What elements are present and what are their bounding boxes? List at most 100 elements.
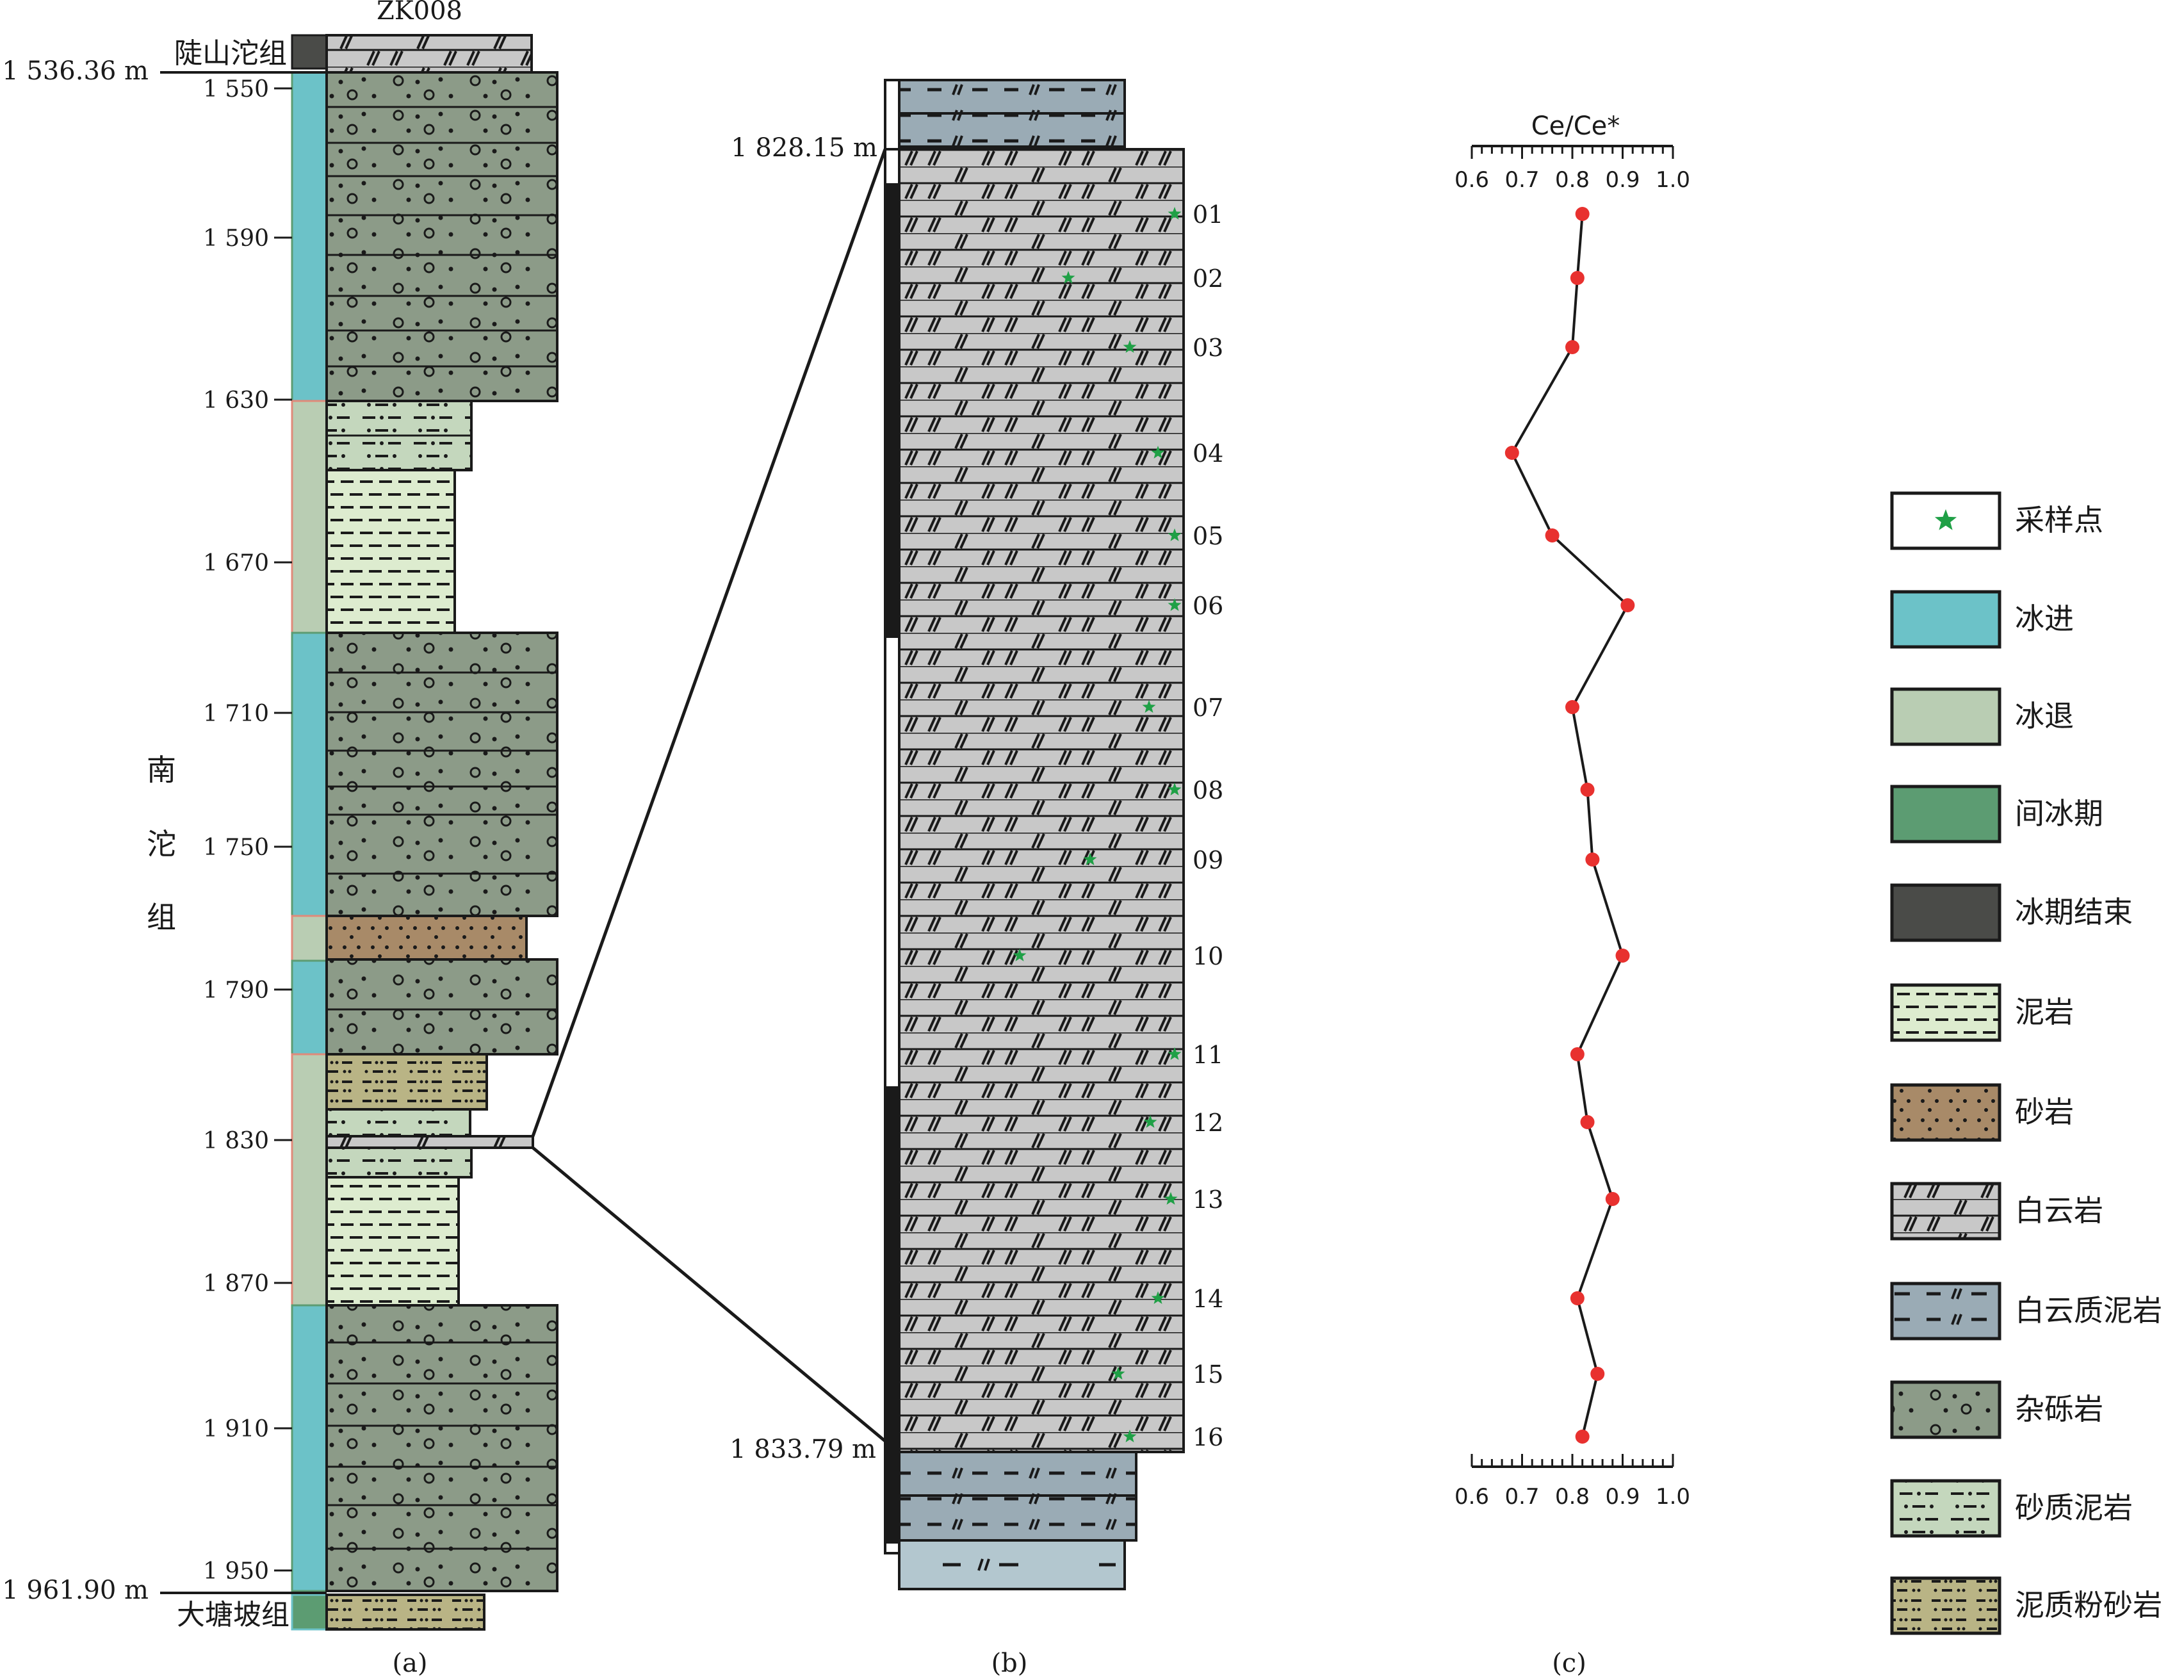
sample-label: 05 — [1193, 522, 1223, 550]
x-axis-tick-label: 0.6 — [1455, 1484, 1489, 1510]
lith-dolomitic-mudstone — [898, 112, 1126, 148]
ce-anomaly-point — [1585, 852, 1600, 867]
legend-label: 冰退 — [2015, 699, 2074, 733]
formation-main-char: 组 — [147, 900, 176, 934]
legend-swatch — [1890, 983, 2001, 1042]
legend-swatch — [1890, 785, 2001, 844]
lith-dolomitic-mudstone — [898, 1494, 1137, 1542]
b-top-depth-label: 1 828.15 m — [731, 133, 877, 163]
sample-star-icon — [1111, 1367, 1125, 1380]
formation-bottom-label: 大塘坡组 — [177, 1599, 289, 1631]
sample-label: 01 — [1193, 200, 1223, 229]
legend-star-icon — [1934, 509, 1957, 530]
depth-tick-label: 1 950 — [203, 1558, 269, 1585]
top-depth-label: 1 536.36 m — [2, 56, 149, 86]
legend-swatch — [1890, 1182, 2001, 1241]
ce-anomaly-point — [1575, 1430, 1590, 1444]
legend-swatch — [1890, 1282, 2001, 1341]
sample-star-icon — [1168, 783, 1182, 795]
caption-c: (c) — [1552, 1649, 1586, 1678]
lith-diamictite — [325, 71, 558, 402]
zoom-connector-top — [531, 149, 887, 1137]
caption-a: (a) — [392, 1649, 427, 1678]
stage-strip-filled — [886, 183, 898, 638]
sample-label: 04 — [1193, 439, 1223, 468]
sample-star-icon — [1151, 1291, 1165, 1304]
legend-swatch — [1890, 883, 2001, 942]
sample-star-icon — [1168, 528, 1182, 541]
x-axis-tick-label: 0.8 — [1555, 167, 1590, 193]
stage-glacial-end-bar — [291, 34, 328, 70]
sample-star-icon — [1168, 598, 1182, 611]
stage-strip-filled — [886, 1086, 898, 1544]
stage-advance-bar — [291, 632, 328, 917]
sample-label: 07 — [1193, 694, 1223, 722]
sample-star-icon — [1164, 1192, 1178, 1205]
sample-star-icon — [1142, 700, 1156, 713]
depth-tick-label: 1 630 — [203, 387, 269, 414]
ce-anomaly-point — [1504, 446, 1519, 460]
stage-advance-bar — [291, 959, 328, 1056]
lith-dolomite-detail — [898, 148, 1185, 1453]
b-bottom-depth-label: 1 833.79 m — [729, 1435, 876, 1464]
lith-sandstone — [325, 915, 528, 961]
depth-tick-label: 1 910 — [203, 1416, 269, 1442]
lith-diamictite — [325, 632, 558, 917]
legend-label: 间冰期 — [2015, 796, 2103, 831]
stage-retreat-bar — [291, 400, 328, 634]
panel-b-column: 1 828.15 m 1 833.79 m 010203040506070809… — [729, 79, 1223, 1678]
well-name: ZK008 — [377, 0, 462, 26]
depth-tick-label: 1 670 — [203, 550, 269, 576]
sample-star-icon — [1123, 1430, 1137, 1442]
lith-argillaceous-siltstone — [325, 1053, 488, 1111]
legend-swatch — [1890, 590, 2001, 649]
sample-label: 03 — [1193, 334, 1223, 362]
stage-retreat-bar — [291, 1053, 328, 1307]
ce-anomaly-point — [1545, 528, 1560, 542]
ce-anomaly-point — [1605, 1192, 1620, 1206]
sample-star-icon — [1123, 340, 1137, 353]
x-axis-tick-label: 0.9 — [1605, 1484, 1640, 1510]
depth-tick-label: 1 590 — [203, 225, 269, 252]
x-axis-tick-label: 0.6 — [1455, 167, 1489, 193]
legend-swatch — [1890, 687, 2001, 746]
stage-advance-bar — [291, 1304, 328, 1592]
sample-star-icon — [1013, 949, 1027, 961]
sample-label: 16 — [1193, 1423, 1223, 1451]
ce-anomaly-point — [1565, 700, 1579, 714]
sample-label: 13 — [1193, 1186, 1223, 1214]
ce-anomaly-point — [1570, 1291, 1585, 1305]
sample-star-icon — [1151, 446, 1165, 459]
bed-divisions — [327, 106, 557, 1550]
legend-swatch — [1890, 1380, 2001, 1439]
legend-label: 冰期结束 — [2015, 895, 2133, 929]
caption-b: (b) — [991, 1649, 1028, 1678]
sample-label: 14 — [1193, 1285, 1223, 1313]
ce-anomaly-point — [1580, 783, 1595, 797]
lith-argillaceous-siltstone — [325, 1594, 485, 1631]
stage-interglacial-bar — [291, 1594, 328, 1631]
sample-label: 15 — [1193, 1360, 1223, 1389]
depth-tick-label: 1 830 — [203, 1128, 269, 1154]
ce-anomaly-point — [1570, 1047, 1585, 1061]
depth-tick-label: 1 790 — [203, 977, 269, 1004]
legend-swatch — [1890, 1576, 2001, 1635]
legend-label: 白云岩 — [2015, 1193, 2103, 1228]
ce-anomaly-point — [1590, 1367, 1605, 1381]
panel-a-column: ZK008 — [2, 0, 558, 1678]
ce-anomaly-point — [1615, 949, 1630, 963]
formation-main-char: 南 — [147, 753, 176, 787]
lith-diamictite — [325, 1304, 558, 1592]
sample-label: 12 — [1193, 1109, 1223, 1137]
lith-dolomitic-mudstone — [898, 1451, 1137, 1497]
x-axis-tick-label: 0.9 — [1605, 167, 1640, 193]
x-axis-tick-label: 0.8 — [1555, 1484, 1590, 1510]
sample-star-icon — [1168, 207, 1182, 220]
sample-star-icon — [1061, 271, 1075, 284]
sample-star-icon — [1083, 852, 1097, 865]
legend-label: 采样点 — [2015, 503, 2103, 537]
